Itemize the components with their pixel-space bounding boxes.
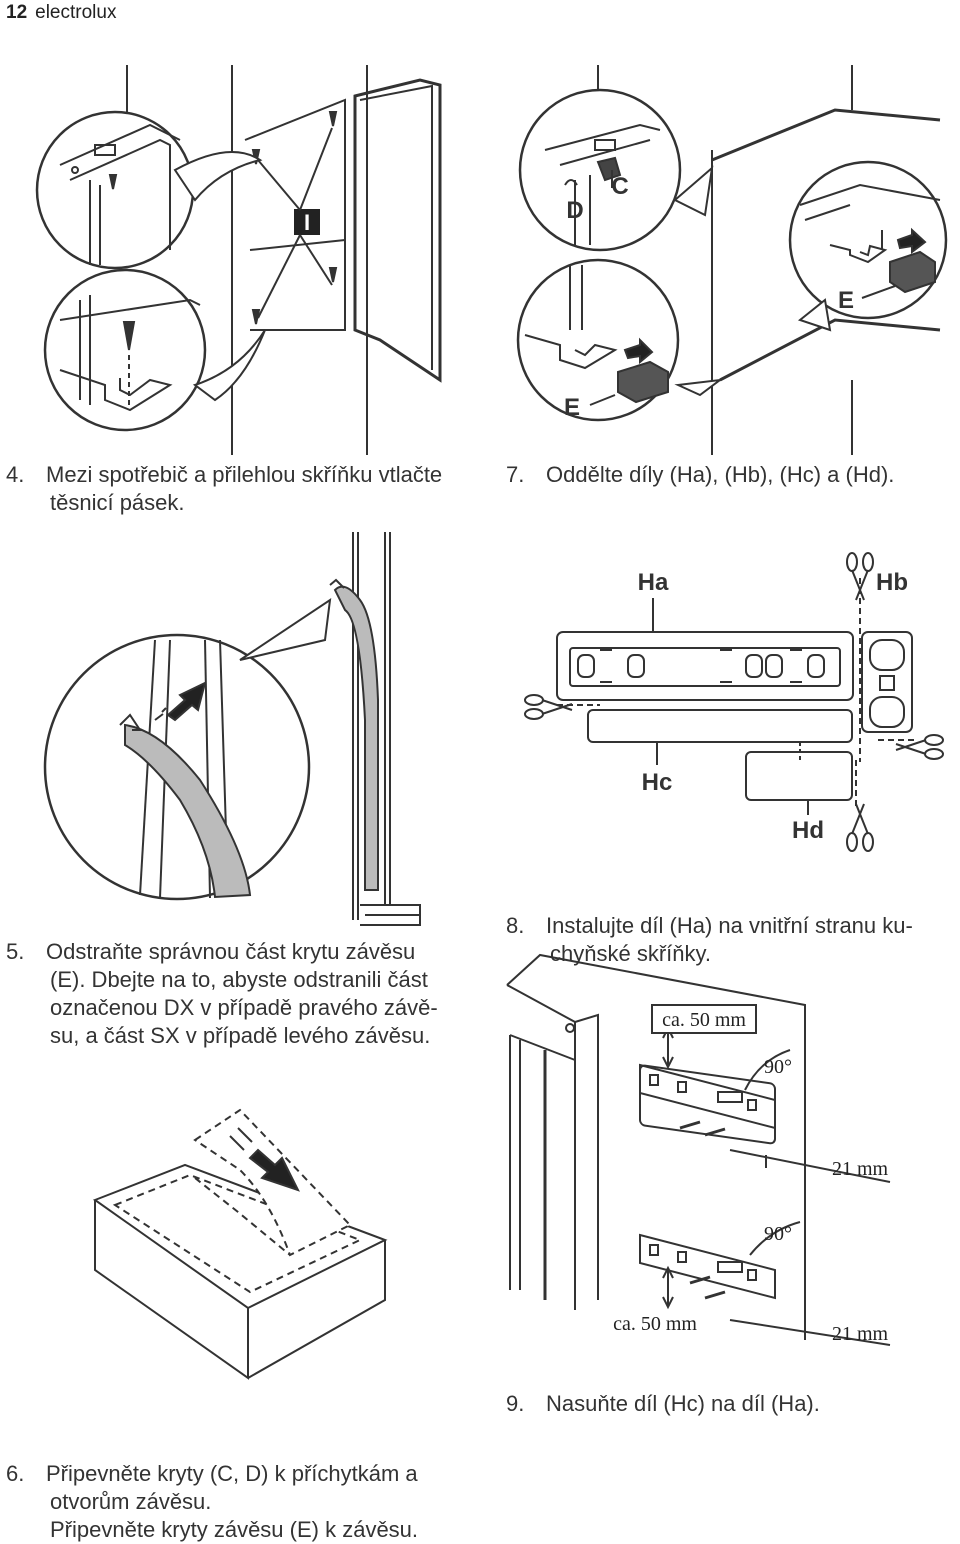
label-E-top: E — [838, 287, 854, 314]
figure-step-6: D C E E — [516, 65, 948, 455]
step-text: Připevněte kryty závěsu (E) k závěsu. — [50, 1517, 419, 1542]
step-text: Instalujte díl (Ha) na vnitřní stranu ku… — [546, 913, 913, 938]
step-9: 9. Nasuňte díl (Hc) na díl (Ha). — [506, 1390, 956, 1418]
step-number: 6. — [6, 1461, 25, 1486]
dimension-ca50-top: ca. 50 mm — [662, 1009, 746, 1031]
step-8: 8. Instalujte díl (Ha) na vnitřní stranu … — [506, 912, 956, 968]
page-header: 12 electrolux — [6, 2, 116, 24]
step-text: těsnicí pásek. — [50, 490, 185, 515]
step-text: otvorům závěsu. — [50, 1489, 212, 1514]
label-Hb: Hb — [876, 569, 908, 596]
step-text: Oddělte díly (Ha), (Hb), (Hc) a (Hd). — [546, 462, 895, 487]
label-Ha: Ha — [638, 569, 669, 596]
scissors-icon — [846, 803, 874, 852]
angle-90-bottom: 90° — [764, 1223, 792, 1245]
figure-step-7: Ha Hb Hc — [524, 552, 944, 852]
step-7: 7. Oddělte díly (Ha), (Hb), (Hc) a (Hd). — [506, 461, 956, 489]
dimension-21mm-bottom: 21 mm — [832, 1323, 889, 1345]
angle-90-top: 90° — [764, 1056, 792, 1078]
label-Hd: Hd — [792, 817, 824, 844]
label-C: C — [611, 173, 628, 200]
label-D: D — [566, 197, 583, 224]
step-text: označenou DX v případě pravého závě- — [50, 995, 438, 1020]
scissors-icon — [895, 734, 944, 760]
page-number: 12 — [6, 2, 28, 23]
step-number: 7. — [506, 462, 525, 487]
label-I: I — [304, 210, 310, 235]
step-number: 9. — [506, 1391, 525, 1416]
step-5: 5. Odstraňte správnou část krytu závěsu (… — [6, 938, 496, 1050]
step-text: (E). Dbejte na to, abyste odstranili čás… — [50, 967, 428, 992]
step-text: Nasuňte díl (Hc) na díl (Ha). — [546, 1391, 820, 1416]
scissors-icon — [846, 552, 874, 601]
step-number: 4. — [6, 462, 25, 487]
label-E-bottom: E — [564, 394, 580, 421]
step-text: Mezi spotřebič a přilehlou skříňku vtlač… — [46, 462, 443, 487]
step-number: 5. — [6, 939, 25, 964]
step-text: Odstraňte správnou část krytu závěsu — [46, 939, 416, 964]
step-6: 6. Připevněte kryty (C, D) k příchytkám a… — [6, 1460, 496, 1544]
figure-step-4: I — [35, 65, 442, 455]
step-number: 8. — [506, 913, 525, 938]
figure-step-8: ca. 50 mm 90° 21 mm 90° ca. 50 mm 21 mm — [506, 953, 891, 1346]
dimension-21mm-top: 21 mm — [832, 1158, 889, 1180]
dimension-ca50-bottom: ca. 50 mm — [613, 1313, 697, 1335]
label-Hc: Hc — [642, 769, 673, 796]
brand-name: electrolux — [35, 2, 117, 23]
step-4: 4. Mezi spotřebič a přilehlou skříňku vtl… — [6, 461, 496, 517]
step-text: Připevněte kryty (C, D) k příchytkám a — [46, 1461, 418, 1486]
step-text: chyňské skříňky. — [550, 941, 711, 966]
scissors-icon — [524, 694, 573, 720]
step-text: su, a část SX v případě levého závěsu. — [50, 1023, 431, 1048]
figure-step-4-seal — [43, 532, 421, 926]
figure-step-5 — [92, 1108, 388, 1380]
